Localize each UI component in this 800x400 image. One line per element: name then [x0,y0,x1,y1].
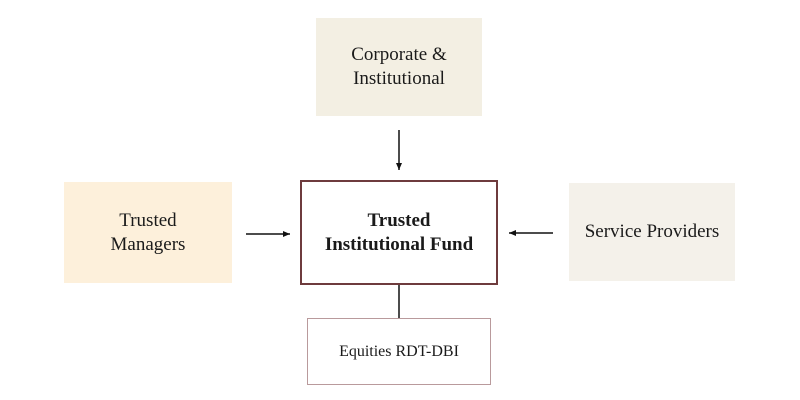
node-label-line: Institutional [353,68,445,89]
node-label-line: Trusted [367,209,431,231]
node-trusted-managers: Trusted Managers [64,182,232,283]
node-label-line: Service Providers [584,221,720,242]
node-service-providers: Service Providers [569,183,735,281]
node-equities-rdt-dbi: Equities RDT-DBI [307,318,491,385]
node-label-line: Managers [110,233,186,255]
node-trusted-institutional-fund: Trusted Institutional Fund [300,180,498,285]
node-label-line: Equities RDT-DBI [339,342,459,360]
node-label-line: Institutional Fund [324,233,474,255]
node-corporate-institutional: Corporate & Institutional [316,18,482,116]
node-label-line: Corporate & [351,44,447,65]
node-label-line: Trusted [119,209,177,231]
